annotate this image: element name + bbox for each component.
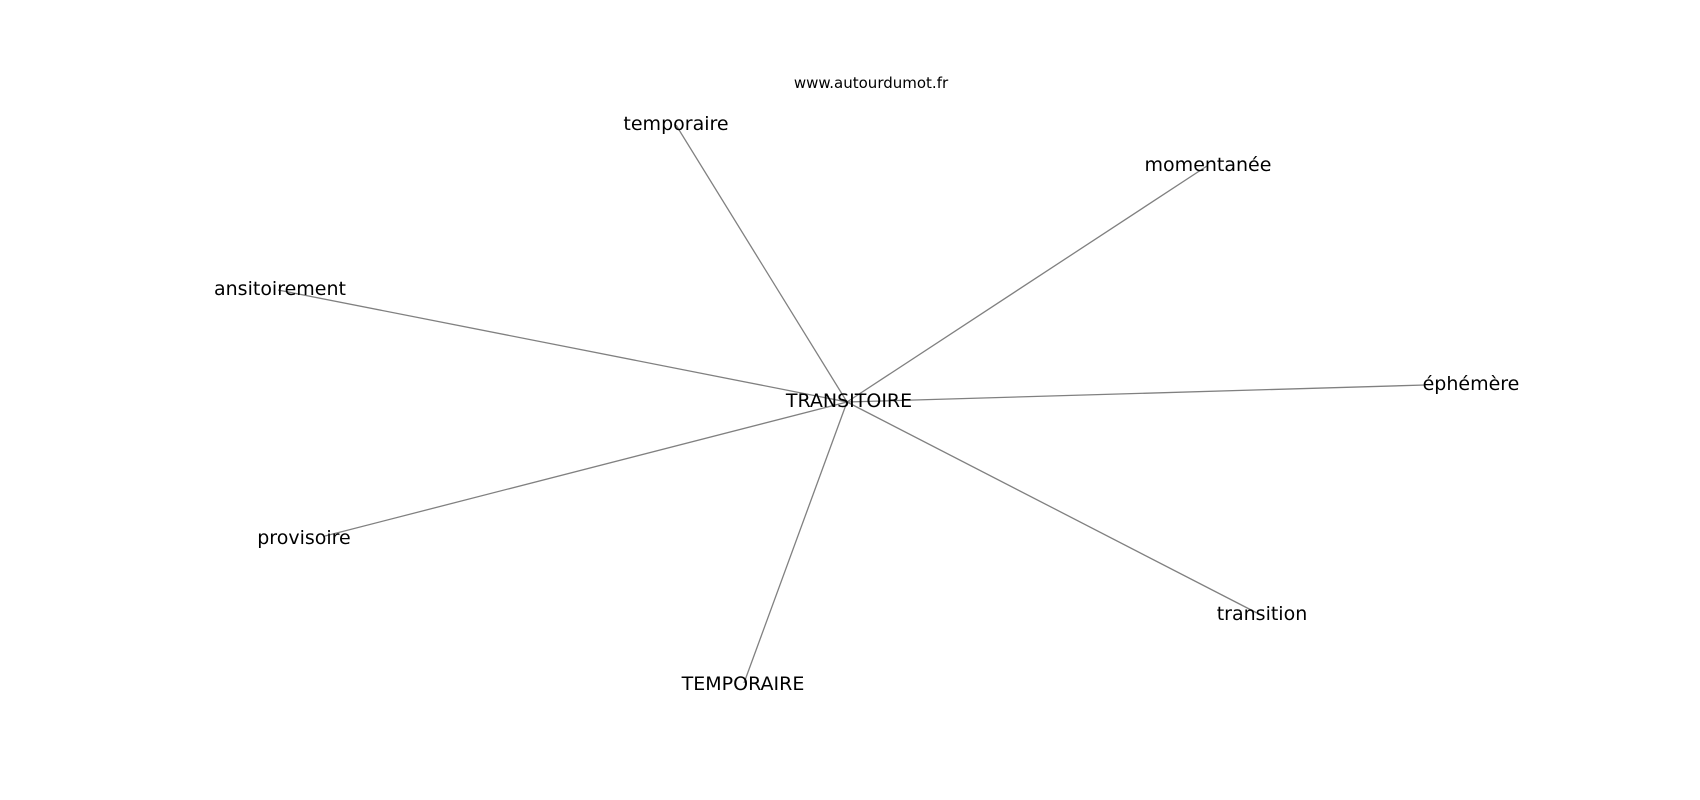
- node-ansitoirement[interactable]: ansitoirement: [214, 278, 346, 300]
- node-center-transitoire[interactable]: TRANSITOIRE: [785, 390, 912, 412]
- node-transition[interactable]: transition: [1217, 603, 1308, 625]
- node-temporaire-upper[interactable]: TEMPORAIRE: [681, 673, 805, 695]
- edge-provisoire: [324, 401, 848, 537]
- node-momentanee[interactable]: momentanée: [1145, 154, 1272, 176]
- node-temporaire[interactable]: temporaire: [623, 113, 728, 135]
- site-watermark: www.autourdumot.fr: [794, 74, 949, 92]
- edge-temporaire-upper: [743, 401, 848, 684]
- edge-temporaire: [675, 124, 848, 403]
- node-labels: temporaire momentanée ansitoirement éphé…: [214, 113, 1519, 695]
- edges: [277, 124, 1426, 684]
- edge-momentanee: [846, 165, 1208, 403]
- edge-ephemere: [846, 384, 1426, 403]
- edge-ansitoirement: [277, 289, 848, 403]
- node-provisoire[interactable]: provisoire: [257, 527, 351, 549]
- node-ephemere[interactable]: éphémère: [1423, 373, 1520, 395]
- edge-transition: [846, 401, 1258, 614]
